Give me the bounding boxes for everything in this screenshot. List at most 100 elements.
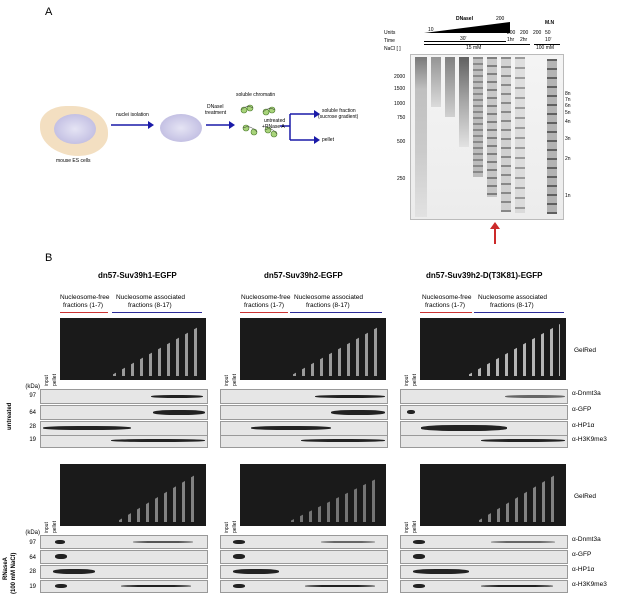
marker-19-u: 19 bbox=[29, 437, 36, 443]
mn-label: M.N bbox=[545, 20, 555, 26]
blot-r1-dnmt3a bbox=[40, 535, 208, 549]
row-label-rnase-nacl: (100 mM NaCl) bbox=[11, 552, 17, 594]
col-title-3: dn57-Suv39h2-D(T3K81)-EGFP bbox=[426, 271, 543, 280]
label-es-cells: mouse ES cells bbox=[56, 158, 91, 164]
ladder-750: 750 bbox=[397, 115, 406, 121]
pellet-label-u3: pellet bbox=[412, 374, 418, 386]
blot-u1-gfp bbox=[40, 405, 208, 420]
blot-u2-hp1 bbox=[220, 421, 388, 436]
row-label-untreated: untreated bbox=[7, 402, 13, 430]
blot-r1-hp1 bbox=[40, 565, 208, 579]
ladder-1500: 1500 bbox=[394, 86, 406, 92]
gelred-rnase-2 bbox=[240, 464, 386, 526]
assoc-label-1b: fractions (8-17) bbox=[128, 302, 172, 309]
label-nuclei-isolation: nuclei isolation bbox=[116, 112, 149, 118]
marker-28-u: 28 bbox=[29, 424, 36, 430]
ab-dnmt3a-u: α-Dnmt3a bbox=[572, 390, 601, 397]
marker-97-u: 97 bbox=[29, 393, 36, 399]
arrow-nuclei bbox=[111, 121, 154, 129]
blot-u2-h3 bbox=[220, 435, 388, 448]
blot-u1-hp1 bbox=[40, 421, 208, 436]
blot-r3-dnmt3a bbox=[400, 535, 568, 549]
panel-a-letter: A bbox=[45, 6, 53, 18]
col-title-2: dn57-Suv39h2-EGFP bbox=[264, 271, 343, 280]
input-label-u1: input bbox=[44, 375, 50, 386]
nuc-5n: 5n bbox=[565, 110, 571, 116]
isolated-nucleus bbox=[160, 114, 202, 142]
input-label-r3: input bbox=[404, 522, 410, 533]
blot-u2-gfp bbox=[220, 405, 388, 420]
free-line-3 bbox=[420, 312, 472, 313]
assoc-line-1 bbox=[112, 312, 202, 313]
blot-r3-gfp bbox=[400, 550, 568, 564]
dnase-gel bbox=[410, 54, 564, 220]
label-sucrose: (sucrose gradient) bbox=[318, 114, 359, 120]
label-pellet-a: pellet bbox=[322, 137, 334, 143]
label-dnase: DNaseI bbox=[207, 104, 224, 110]
header-units: Units bbox=[384, 30, 396, 36]
free-line-1 bbox=[60, 312, 108, 313]
blot-u1-dnmt3a bbox=[40, 389, 208, 404]
assoc-label-2a: Nucleosome associated bbox=[294, 294, 364, 301]
units-50: 50 bbox=[545, 30, 551, 36]
ladder-250: 250 bbox=[397, 176, 406, 182]
nuc-1n: 1n bbox=[565, 193, 571, 199]
nuc-2n: 2n bbox=[565, 156, 571, 162]
pellet-label-r3: pellet bbox=[412, 521, 418, 533]
assoc-label-3b: fractions (8-17) bbox=[490, 302, 534, 309]
label-rnase-a: +RNase A bbox=[262, 124, 285, 130]
units-200-c: 200 bbox=[520, 30, 529, 36]
gelred-untreated-1 bbox=[60, 318, 206, 380]
header-nacl: NaCl [ ] bbox=[384, 46, 401, 52]
units-200-b: 200 bbox=[507, 30, 516, 36]
gelred-untreated-3 bbox=[420, 318, 566, 380]
blot-u3-dnmt3a bbox=[400, 389, 568, 404]
input-label-u3: input bbox=[404, 375, 410, 386]
wedge-label: DNaseI bbox=[456, 16, 473, 22]
time-line bbox=[424, 41, 506, 42]
ab-hp1-r: α-HP1α bbox=[572, 566, 595, 573]
time-2hr: 2hr bbox=[520, 37, 528, 43]
nuc-8n: 8n bbox=[565, 91, 571, 97]
free-label-3a: Nucleosome-free bbox=[422, 294, 472, 301]
nacl-line-15 bbox=[424, 44, 530, 45]
ab-dnmt3a-r: α-Dnmt3a bbox=[572, 536, 601, 543]
free-label-1a: Nucleosome-free bbox=[60, 294, 110, 301]
nacl-line-100 bbox=[534, 44, 560, 45]
marker-19-r: 19 bbox=[29, 584, 36, 590]
pellet-label-r1: pellet bbox=[52, 521, 58, 533]
gelred-rnase-3 bbox=[420, 464, 566, 526]
nuc-3n: 3n bbox=[565, 136, 571, 142]
dnase-wedge bbox=[424, 22, 510, 33]
input-label-r2: input bbox=[224, 522, 230, 533]
blot-r2-dnmt3a bbox=[220, 535, 388, 549]
free-label-1b: fractions (1-7) bbox=[63, 302, 104, 309]
marker-64-u: 64 bbox=[29, 410, 36, 416]
assoc-label-1a: Nucleosome associated bbox=[116, 294, 186, 301]
arrow-dnase bbox=[206, 121, 235, 129]
nuc-4n: 4n bbox=[565, 119, 571, 125]
units-200-d: 200 bbox=[533, 30, 542, 36]
ab-hp1-u: α-HP1α bbox=[572, 422, 595, 429]
label-soluble-fraction: soluble fraction bbox=[322, 108, 356, 114]
chromatin-fragments bbox=[240, 104, 278, 138]
kda-label-u: (kDa) bbox=[25, 384, 40, 390]
marker-28-r: 28 bbox=[29, 569, 36, 575]
blot-r1-h3 bbox=[40, 580, 208, 593]
blot-u1-h3 bbox=[40, 435, 208, 448]
arrow-branch bbox=[280, 110, 320, 144]
time-30: 30' bbox=[460, 36, 467, 42]
ab-gfp-u: α-GFP bbox=[572, 406, 592, 413]
ladder-1000: 1000 bbox=[394, 101, 406, 107]
input-label-r1: input bbox=[44, 522, 50, 533]
blot-r3-h3 bbox=[400, 580, 568, 593]
time-1hr: 1hr bbox=[507, 37, 515, 43]
ab-h3k9-u: α-H3K9me3 bbox=[572, 436, 607, 443]
pellet-label-u1: pellet bbox=[52, 374, 58, 386]
gelred-label-rnase: GelRed bbox=[574, 493, 597, 500]
free-label-2a: Nucleosome-free bbox=[241, 294, 291, 301]
assoc-label-2b: fractions (8-17) bbox=[306, 302, 350, 309]
es-nucleus bbox=[54, 114, 96, 144]
row-label-rnase: RNaseA bbox=[3, 556, 9, 580]
input-label-u2: input bbox=[224, 375, 230, 386]
